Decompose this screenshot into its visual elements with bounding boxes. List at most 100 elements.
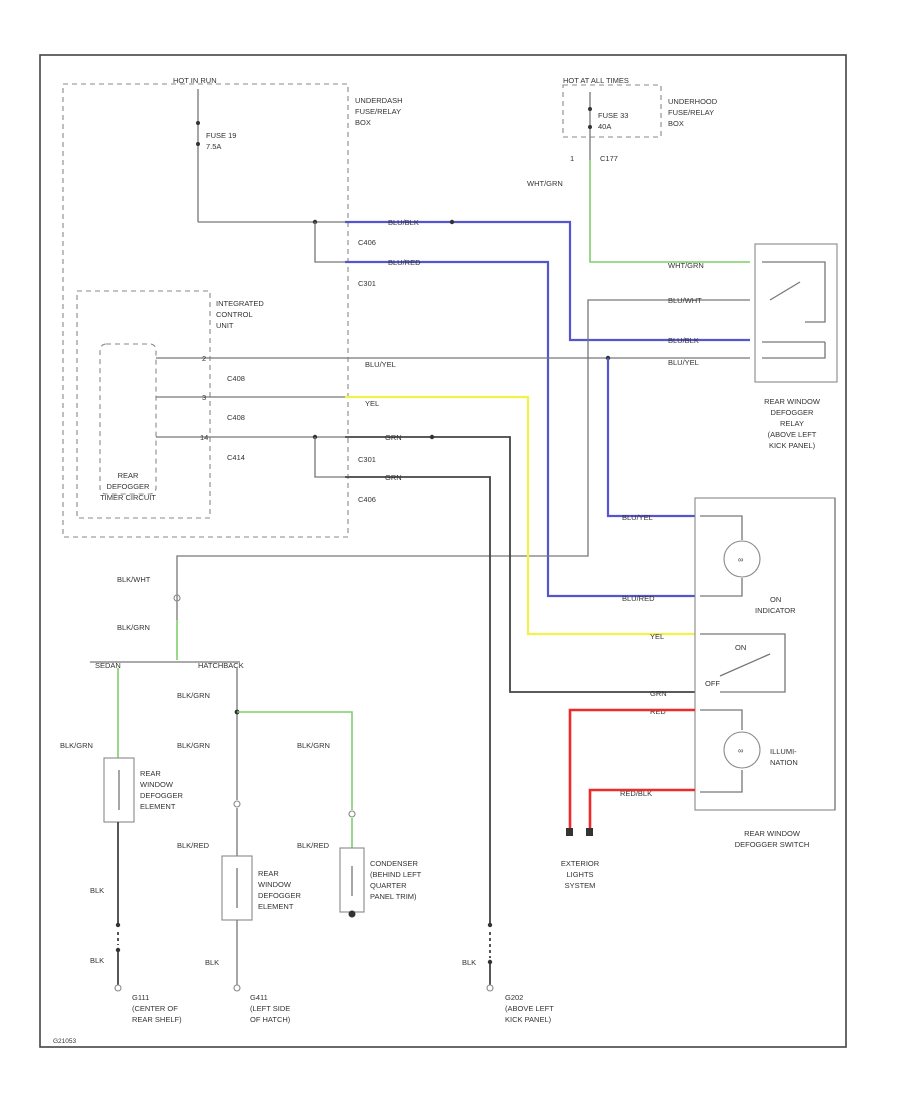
wire-label-blk-grn-cond: BLK/GRN <box>297 741 330 750</box>
hatch-connector <box>233 800 241 808</box>
wire-label-blu-yel-1: BLU/YEL <box>365 360 396 369</box>
icu-box <box>76 290 211 519</box>
fuse33-bottom <box>588 125 592 129</box>
indicator-x: ∞ <box>738 555 743 564</box>
underdash-box <box>62 83 349 538</box>
switch-contact-blade <box>719 653 771 677</box>
connector-c408-b: C408 <box>227 413 245 422</box>
relay-contact <box>769 281 801 301</box>
wire-label-blu-yel-sw: BLU/YEL <box>622 513 653 522</box>
indicator-wiring <box>700 515 743 540</box>
connector-c406-bottom: C406 <box>358 495 376 504</box>
relay-coil-line <box>762 261 826 323</box>
wire-splice-grn-lower <box>314 437 345 478</box>
wire-blu-wht <box>176 299 750 590</box>
illumination-lamp <box>723 731 761 769</box>
wire-label-wht-grn-top: WHT/GRN <box>527 179 563 188</box>
illum-x: ∞ <box>738 746 743 755</box>
hot-at-all-times-label: HOT AT ALL TIMES <box>563 76 629 85</box>
wire-label-blk-grn-sedan: BLK/GRN <box>60 741 93 750</box>
defogger-switch <box>694 497 836 811</box>
wire-label-grn-2: GRN <box>385 473 402 482</box>
wire-label-blk-wht: BLK/WHT <box>117 575 151 584</box>
wire-grn-main <box>345 436 695 693</box>
wire-label-blk-sedan-1: BLK <box>90 886 104 895</box>
timer-circuit-box <box>99 343 157 495</box>
wire-label-blk-sedan-2: BLK <box>90 956 104 965</box>
fuse19-bottom <box>196 142 200 146</box>
wire-label-blu-red-sw: BLU/RED <box>622 594 655 603</box>
sedan-blk-dot-1 <box>115 922 121 928</box>
illum-return <box>700 770 743 793</box>
wire-label-red-blk: RED/BLK <box>620 789 652 798</box>
wire-label-blu-wht: BLU/WHT <box>668 296 702 305</box>
wire-red <box>568 708 695 830</box>
connector-c406-top: C406 <box>358 238 376 247</box>
wire-label-yel-sw: YEL <box>650 632 664 641</box>
on-indicator-lamp <box>723 540 761 578</box>
underhood-box <box>562 84 662 138</box>
connector-c414: C414 <box>227 453 245 462</box>
cond-connector <box>348 810 356 818</box>
hot-in-run-label: HOT IN RUN <box>173 76 217 85</box>
connector-c301-bottom: C301 <box>358 455 376 464</box>
g202-dot-1 <box>487 922 493 928</box>
wire-label-blk-grn-hatch2: BLK/GRN <box>177 741 210 750</box>
illum-wiring <box>700 709 743 730</box>
ext-light-terminal-b <box>586 828 593 836</box>
wire-label-wht-grn-relay: WHT/GRN <box>668 261 704 270</box>
fuse19-top <box>196 121 200 125</box>
icu-pin-3: 3 <box>202 393 206 402</box>
ext-light-terminal-a <box>566 828 573 836</box>
blu-blk-dot <box>449 219 455 225</box>
wire-grn-to-g202 <box>345 476 491 925</box>
blk-wht-connector <box>173 594 181 602</box>
wire-splice-to-c301 <box>314 222 345 263</box>
wire-label-blk-red-hatch: BLK/RED <box>177 841 210 850</box>
wire-label-blu-blk-relay: BLU/BLK <box>668 336 699 345</box>
pin-c177: 1 <box>570 154 574 163</box>
wire-label-grn-sw: GRN <box>650 689 667 698</box>
g202-dot-2 <box>487 959 493 965</box>
defogger-relay <box>754 243 838 383</box>
connector-c301-top: C301 <box>358 279 376 288</box>
wire-label-red: RED <box>650 707 666 716</box>
diagram-code: G21053 <box>53 1038 77 1045</box>
wire-red-blk <box>588 788 695 830</box>
switch-off-label: OFF <box>705 679 720 688</box>
icu-pin-2: 2 <box>202 354 206 363</box>
g411-ground <box>233 984 241 992</box>
illumination-label: ILLUMI-NATION <box>770 747 798 767</box>
sedan-blk-dot-2 <box>115 947 121 953</box>
connector-c177: C177 <box>600 154 618 163</box>
wire-label-blu-red-1: BLU/RED <box>388 258 421 267</box>
wire-label-blk-hatch: BLK <box>205 958 219 967</box>
wire-yel-main <box>345 395 695 636</box>
diagram-frame <box>39 54 847 1048</box>
connector-c408-a: C408 <box>227 374 245 383</box>
g202-ground <box>486 984 494 992</box>
wire-label-blu-blk-1: BLU/BLK <box>388 218 419 227</box>
g111-ground <box>114 984 122 992</box>
grn-dot <box>429 434 435 440</box>
icu-pin-14: 14 <box>200 433 208 442</box>
sedan-label: SEDAN <box>95 661 121 670</box>
wire-label-blk-g202: BLK <box>462 958 476 967</box>
